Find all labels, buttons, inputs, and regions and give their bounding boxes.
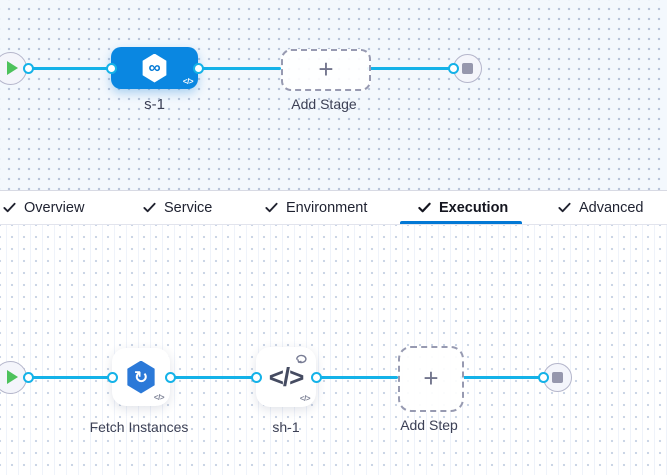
connector-line <box>170 375 256 379</box>
tab-label: Overview <box>24 199 85 216</box>
check-icon <box>265 202 278 213</box>
connector-line <box>316 375 398 379</box>
play-icon <box>6 370 18 384</box>
stage-config-tabbar: Overview Service Environment Execution A… <box>0 190 667 225</box>
check-icon <box>3 202 16 213</box>
plus-icon: + <box>423 363 439 393</box>
add-stage-label: Add Stage <box>291 96 357 112</box>
end-node-in-port[interactable] <box>447 62 459 74</box>
add-step-button[interactable]: + <box>398 346 464 412</box>
stage-node-s1[interactable]: ∞ </> <box>111 47 198 89</box>
check-icon <box>418 202 431 213</box>
connector-line <box>28 66 111 70</box>
stop-icon <box>551 371 563 383</box>
deploy-stage-icon: ∞ <box>142 53 167 83</box>
stage-label: s-1 <box>144 96 165 113</box>
step-in-port[interactable] <box>106 371 118 383</box>
step-node-sh1[interactable]: </> </> <box>256 347 316 407</box>
code-badge-icon: </> <box>153 393 165 402</box>
add-stage-button[interactable]: + <box>281 49 371 91</box>
check-icon <box>558 202 571 213</box>
tab-service[interactable]: Service <box>142 191 212 224</box>
connector-line <box>367 66 453 70</box>
connector-line <box>28 375 112 379</box>
shell-script-icon: </> <box>268 362 305 392</box>
pipeline-start-node[interactable] <box>0 51 27 85</box>
step-node-fetch-instances[interactable]: ↻ </> <box>112 348 170 406</box>
step-label: Fetch Instances <box>89 419 189 435</box>
step-label: sh-1 <box>272 419 300 435</box>
connector-line <box>460 375 543 379</box>
tab-label: Execution <box>439 199 509 216</box>
tab-label: Service <box>164 199 213 216</box>
stage-in-port[interactable] <box>105 62 117 74</box>
fetch-instances-icon: ↻ <box>127 360 155 394</box>
connector-line <box>198 66 281 70</box>
step-out-port[interactable] <box>164 371 176 383</box>
tab-overview[interactable]: Overview <box>2 191 84 224</box>
plus-icon: + <box>318 54 334 84</box>
start-node-out-port[interactable] <box>22 62 34 74</box>
execution-steps-canvas[interactable]: ↻ </> Fetch Instances </> </> sh-1 + Add… <box>0 225 667 475</box>
start-node-out-port[interactable] <box>22 371 34 383</box>
check-icon <box>143 202 156 213</box>
tab-label: Advanced <box>579 199 644 216</box>
stop-icon <box>461 62 473 74</box>
end-node-in-port[interactable] <box>537 371 549 383</box>
infinity-icon: ∞ <box>148 58 161 77</box>
code-badge-icon: </> <box>182 77 194 86</box>
code-badge-icon: </> <box>299 394 311 403</box>
tab-advanced[interactable]: Advanced <box>557 191 644 224</box>
play-icon <box>6 61 18 75</box>
step-out-port[interactable] <box>310 371 322 383</box>
active-tab-underline <box>400 221 522 224</box>
step-in-port[interactable] <box>250 371 262 383</box>
refresh-icon: ↻ <box>133 367 149 387</box>
loop-strategy-icon <box>294 352 308 370</box>
add-step-label: Add Step <box>400 417 458 433</box>
stage-pipeline-canvas[interactable]: ∞ </> s-1 + Add Stage <box>0 0 667 190</box>
tab-label: Environment <box>286 199 368 216</box>
stage-out-port[interactable] <box>192 62 204 74</box>
tab-execution[interactable]: Execution <box>417 191 508 224</box>
tab-environment[interactable]: Environment <box>264 191 367 224</box>
